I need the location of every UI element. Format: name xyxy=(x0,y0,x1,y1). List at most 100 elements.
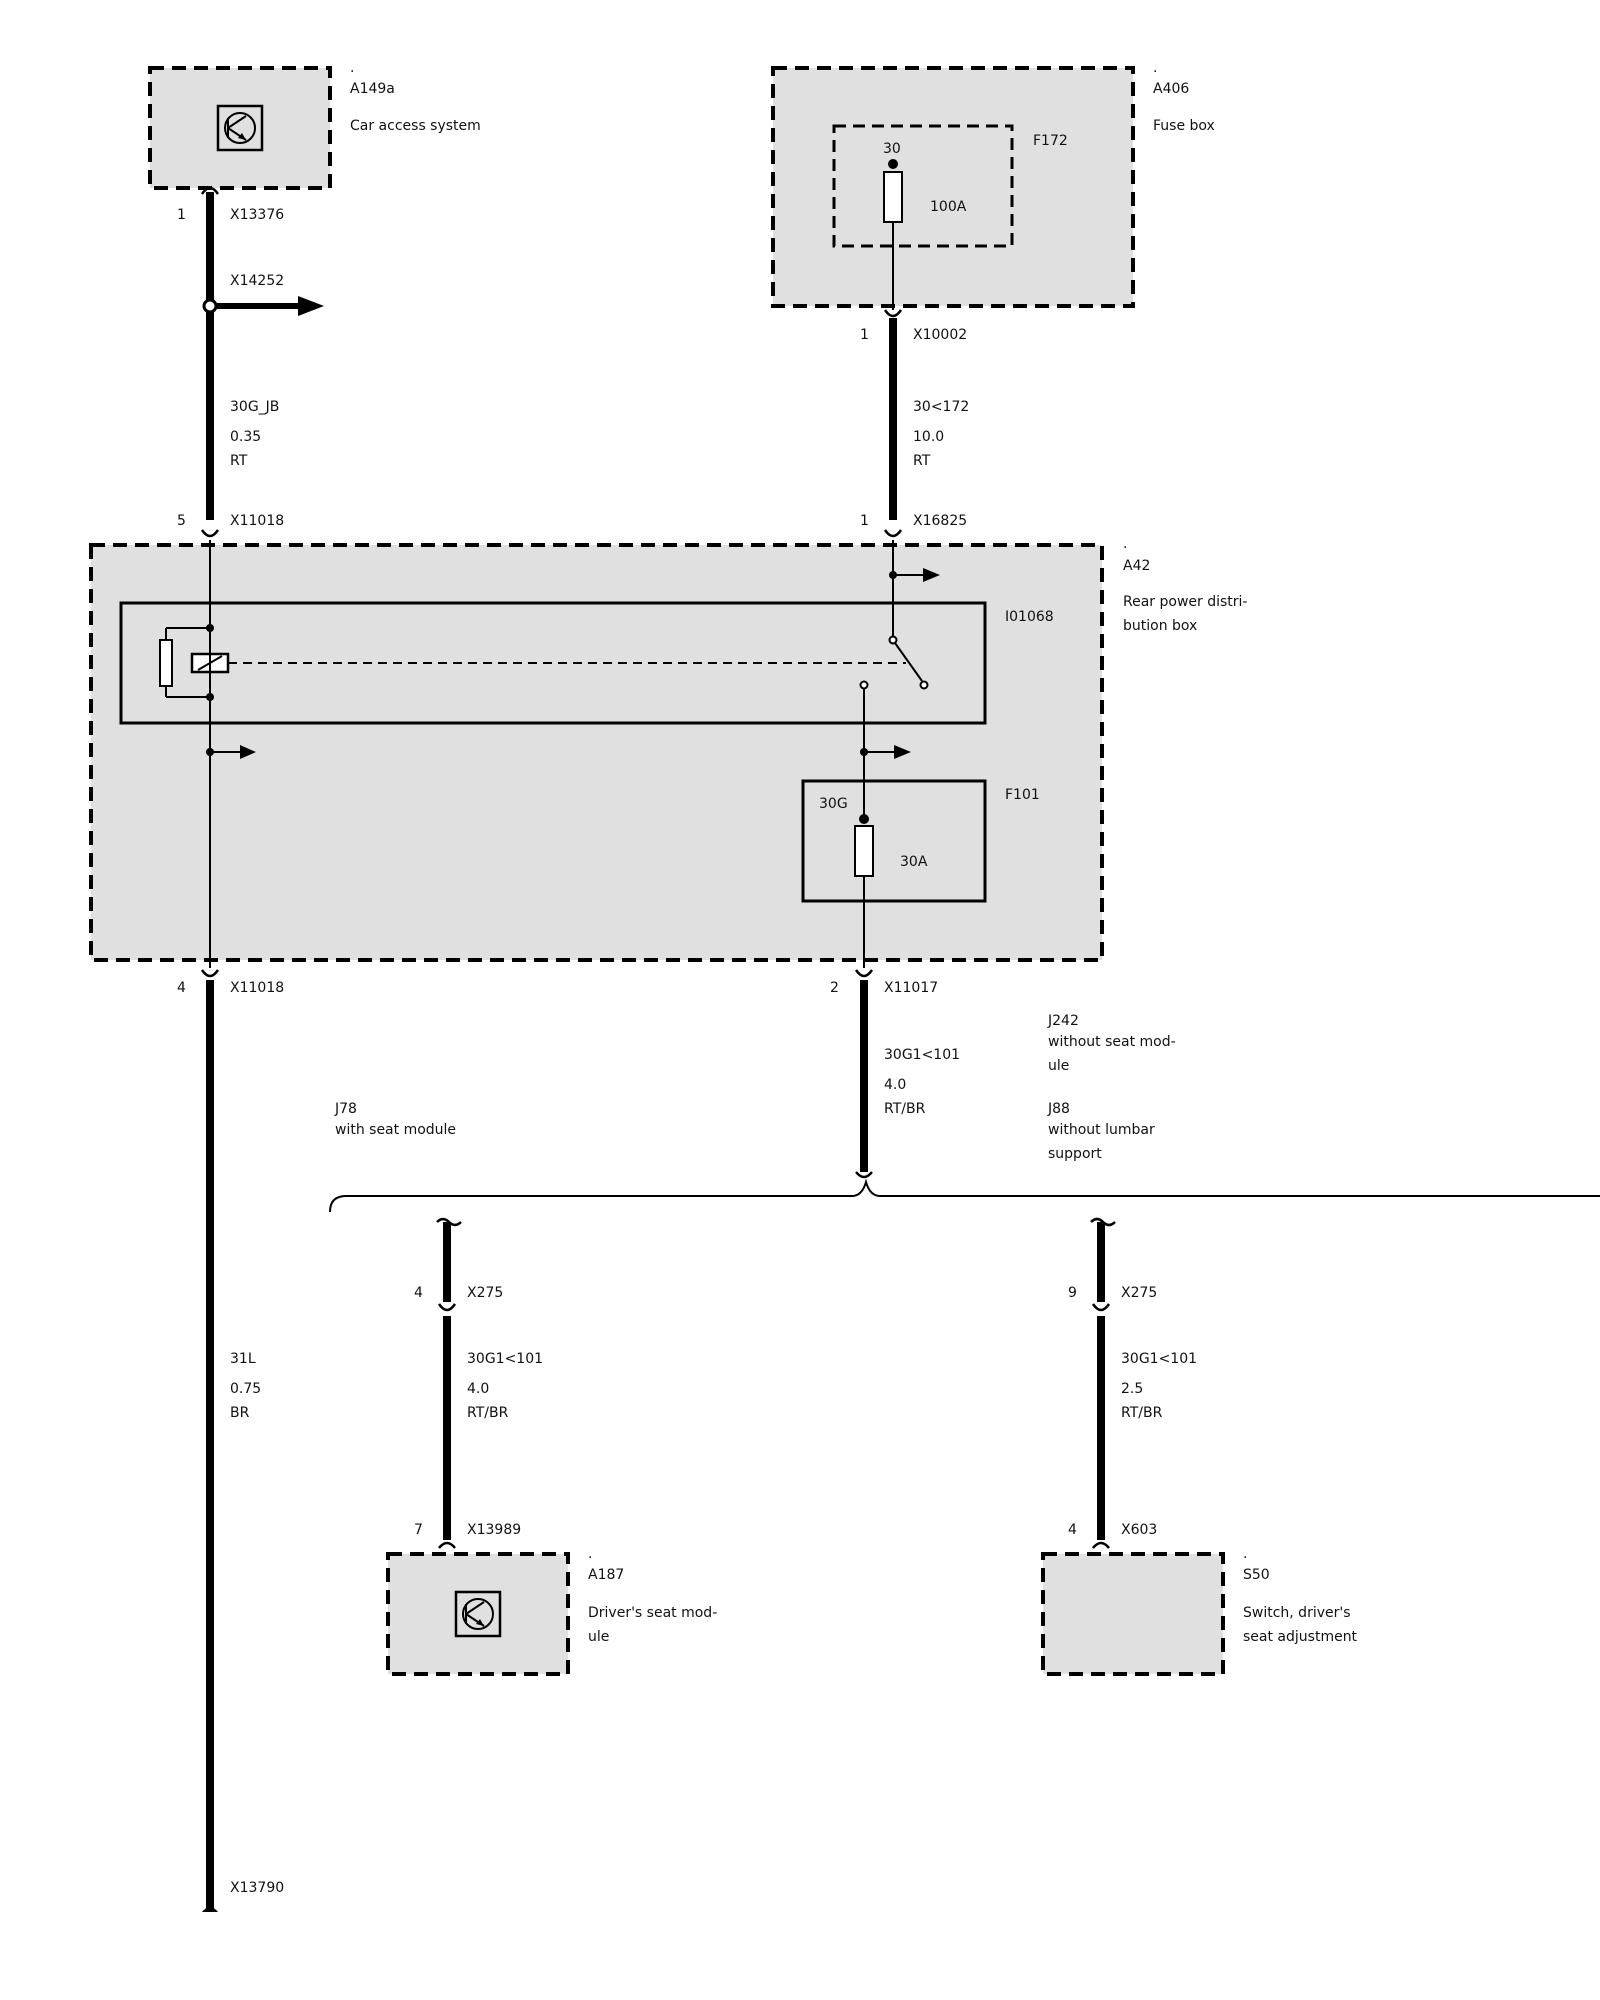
wire-30g-jb[interactable]: 30G_JB 0.35 RT xyxy=(206,192,279,520)
x275-left-pin: 4 xyxy=(414,1285,423,1301)
w30g1-main-gauge: 4.0 xyxy=(884,1077,906,1093)
j78-id: J78 xyxy=(334,1101,357,1117)
a42-name-line2: bution box xyxy=(1123,618,1197,634)
f101-id: F101 xyxy=(1005,787,1040,803)
branch-arrow-left xyxy=(206,745,256,759)
a187-id: A187 xyxy=(588,1567,624,1583)
w30g1-main-color: RT/BR xyxy=(884,1101,926,1117)
a187-name-line2: ule xyxy=(588,1629,609,1645)
connector-x11018-bottom-icon xyxy=(200,969,220,978)
j242-desc-line1: without seat mod- xyxy=(1048,1034,1176,1050)
x11018-top-id: X11018 xyxy=(230,513,284,529)
wire-30g1-main[interactable]: 30G1<101 4.0 RT/BR xyxy=(860,980,960,1172)
x13790-id: X13790 xyxy=(230,1880,284,1896)
control-unit-icon xyxy=(216,104,264,152)
s50-dot: . xyxy=(1243,1546,1247,1562)
wire-31l[interactable]: 31L 0.75 BR xyxy=(206,980,261,1910)
s50-id: S50 xyxy=(1243,1567,1270,1583)
wire-30g1-left[interactable]: 30G1<101 4.0 RT/BR xyxy=(443,1316,543,1540)
j88-desc-line2: support xyxy=(1048,1146,1102,1162)
variant-bracket xyxy=(329,1178,1600,1213)
s50-name-line2: seat adjustment xyxy=(1243,1629,1358,1645)
connector-x13989-icon xyxy=(438,1541,456,1549)
w30g1-right-gauge: 2.5 xyxy=(1121,1381,1143,1397)
connector-x16825-icon xyxy=(883,529,903,538)
f172-rating: 100A xyxy=(930,199,967,215)
fuse-f172-icon xyxy=(883,171,903,223)
a406-dot: . xyxy=(1153,60,1157,76)
w30g1-main-signal: 30G1<101 xyxy=(884,1047,960,1063)
wire-30g1-right[interactable]: 30G1<101 2.5 RT/BR xyxy=(1097,1316,1197,1540)
x11018-bottom-id: X11018 xyxy=(230,980,284,996)
connector-x603-icon xyxy=(1092,1541,1110,1549)
fuse-f101-icon xyxy=(854,825,874,877)
arrow-right-icon xyxy=(298,296,324,316)
branch-arrow-right-top xyxy=(889,568,940,582)
component-a149a[interactable]: . A149a Car access system xyxy=(148,60,481,190)
component-s50[interactable]: . S50 Switch, driver's seat adjustment xyxy=(1041,1546,1358,1676)
fuse-f101[interactable]: F101 30G 30A xyxy=(801,779,1040,903)
w30g1-left-color: RT/BR xyxy=(467,1405,509,1421)
x13989-id: X13989 xyxy=(467,1522,521,1538)
x275-right-pin: 9 xyxy=(1068,1285,1077,1301)
component-a406[interactable]: . A406 Fuse box xyxy=(771,60,1215,308)
a187-name-line1: Driver's seat mod- xyxy=(588,1605,717,1621)
w30g-jb-gauge: 0.35 xyxy=(230,429,261,445)
w30g1-left-signal: 30G1<101 xyxy=(467,1351,543,1367)
wire-30-172[interactable]: 30<172 10.0 RT xyxy=(889,318,969,520)
x13376-pin: 1 xyxy=(177,207,186,223)
w30-172-gauge: 10.0 xyxy=(913,429,944,445)
component-a42[interactable]: . A42 Rear power distri- bution box xyxy=(89,536,1247,962)
x13376-id: X13376 xyxy=(230,207,284,223)
a406-name: Fuse box xyxy=(1153,118,1215,134)
f101-rating: 30A xyxy=(900,854,928,870)
j242-id: J242 xyxy=(1047,1013,1079,1029)
connector-x13376-icon xyxy=(200,186,220,195)
x603-pin: 4 xyxy=(1068,1522,1077,1538)
variant-j88: J88 without lumbar support xyxy=(1047,1101,1155,1162)
x10002-pin: 1 xyxy=(860,327,869,343)
a149a-dot: . xyxy=(350,60,354,76)
fuse-f172[interactable]: F172 30 100A xyxy=(832,124,1068,248)
a42-dot: . xyxy=(1123,536,1127,552)
f172-id: F172 xyxy=(1033,133,1068,149)
w31l-signal: 31L xyxy=(230,1351,256,1367)
a149a-name: Car access system xyxy=(350,118,481,134)
branch-arrow-right-mid xyxy=(860,745,911,759)
w30g-jb-signal: 30G_JB xyxy=(230,399,279,415)
connector-x275-left-icon xyxy=(437,1303,457,1312)
a149a-id: A149a xyxy=(350,81,395,97)
j242-desc-line2: ule xyxy=(1048,1058,1069,1074)
s50-name-line1: Switch, driver's xyxy=(1243,1605,1351,1621)
splice-x14252[interactable]: X14252 xyxy=(202,273,324,316)
connector-x275-right-icon xyxy=(1091,1303,1111,1312)
w30g1-left-gauge: 4.0 xyxy=(467,1381,489,1397)
component-a187[interactable]: . A187 Driver's seat mod- ule xyxy=(386,1546,717,1676)
a187-dot: . xyxy=(588,1546,592,1562)
x11018-bottom-pin: 4 xyxy=(177,980,186,996)
x16825-id: X16825 xyxy=(913,513,967,529)
x603-id: X603 xyxy=(1121,1522,1157,1538)
w31l-gauge: 0.75 xyxy=(230,1381,261,1397)
connector-x11017-icon xyxy=(854,969,874,978)
x275-left-id: X275 xyxy=(467,1285,503,1301)
j88-id: J88 xyxy=(1047,1101,1070,1117)
connector-x10002-icon xyxy=(883,309,903,318)
connector-main-tilde-icon xyxy=(855,1171,873,1179)
variant-j78: J78 with seat module xyxy=(334,1101,456,1138)
ground-x13790[interactable]: X13790 xyxy=(202,1880,284,1912)
w31l-color: BR xyxy=(230,1405,250,1421)
x275-right-id: X275 xyxy=(1121,1285,1157,1301)
connector-x11018-top-icon xyxy=(200,529,220,538)
a406-id: A406 xyxy=(1153,81,1189,97)
control-unit-icon xyxy=(454,1590,502,1638)
x11018-top-pin: 5 xyxy=(177,513,186,529)
w30g-jb-color: RT xyxy=(230,453,248,469)
x14252-id: X14252 xyxy=(230,273,284,289)
x16825-pin: 1 xyxy=(860,513,869,529)
j88-desc-line1: without lumbar xyxy=(1048,1122,1155,1138)
w30g1-right-color: RT/BR xyxy=(1121,1405,1163,1421)
relay-switch-icon xyxy=(859,575,929,690)
f172-terminal: 30 xyxy=(883,141,901,157)
